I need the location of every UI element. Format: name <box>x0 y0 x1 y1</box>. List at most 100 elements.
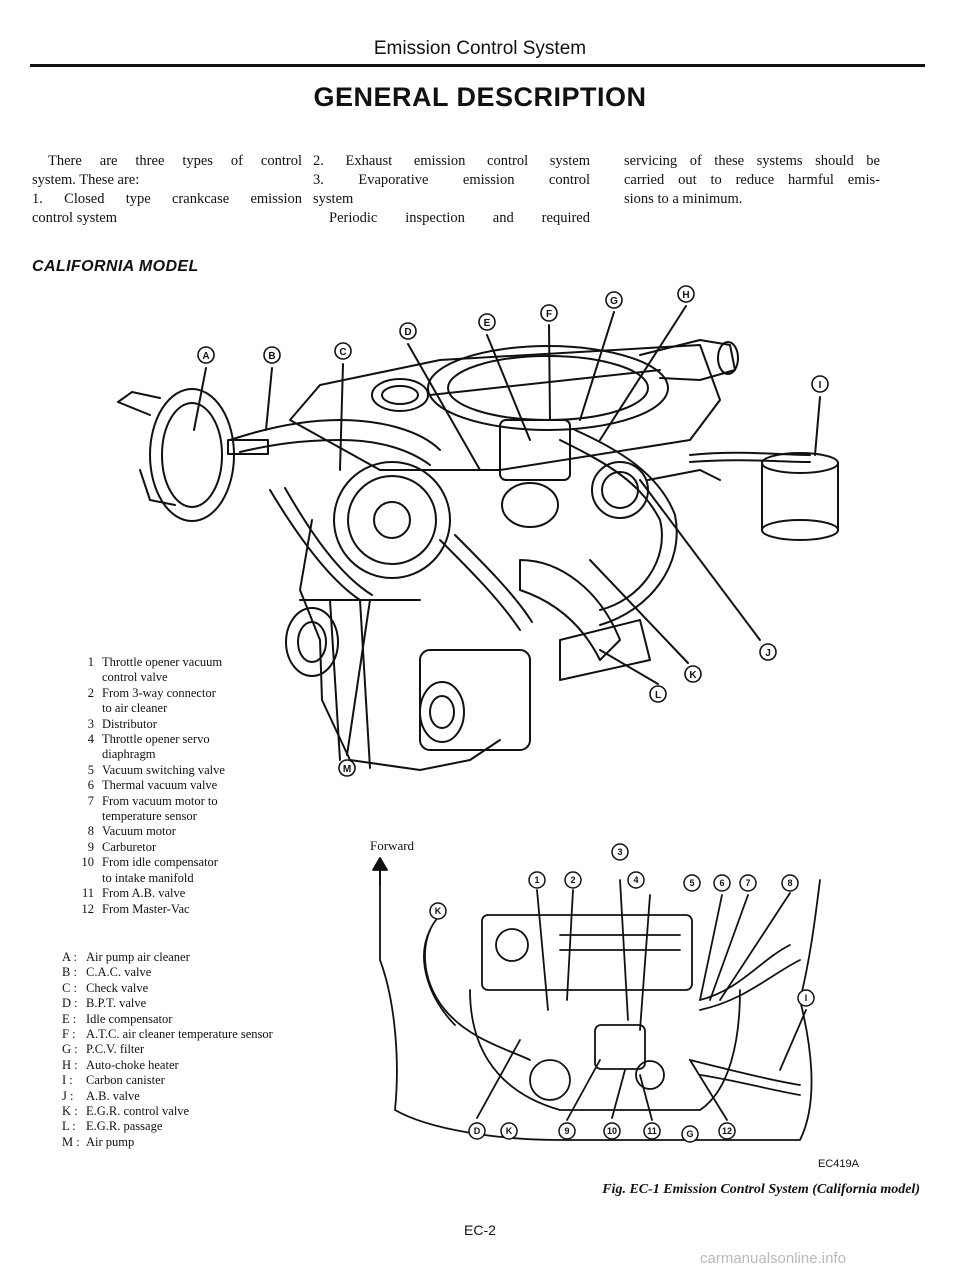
detail-callout-2: 2 <box>570 875 575 885</box>
detail-callout-i: I <box>805 993 808 1003</box>
detail-callout-d: D <box>474 1126 481 1136</box>
legend-text: temperature sensor <box>102 809 197 824</box>
intro-line: 2. Exhaust emission control system <box>313 153 590 169</box>
detail-callout-k-bottom: K <box>506 1126 513 1136</box>
callout-i: I <box>819 380 822 391</box>
legend-row: control valve <box>72 670 302 685</box>
legend-number: 7 <box>87 793 94 808</box>
detail-callout-1: 1 <box>534 875 539 885</box>
page-title: GENERAL DESCRIPTION <box>313 82 647 112</box>
legend-text: Throttle opener vacuum <box>102 655 223 669</box>
legend-text: E.G.R. passage <box>86 1119 163 1134</box>
legend-letter: F : <box>62 1027 76 1042</box>
callout-g: G <box>610 296 618 307</box>
intro-line: control system <box>32 210 117 226</box>
detail-callout-11: 11 <box>647 1126 657 1136</box>
legend-text: to air cleaner <box>102 701 168 716</box>
detail-callout-k: K <box>435 906 442 916</box>
legend-letter: E : <box>62 1011 77 1026</box>
legend-number: 6 <box>87 778 94 793</box>
legend-row: F : A.T.C. air cleaner temperature sensor <box>62 1027 362 1042</box>
intro-line: system <box>313 191 354 207</box>
detail-callout-10: 10 <box>607 1126 617 1136</box>
legend-text: Carburetor <box>102 839 157 854</box>
legend-text: P.C.V. filter <box>86 1042 145 1057</box>
legend-letter: C : <box>62 980 77 995</box>
legend-text: Auto-choke heater <box>86 1057 179 1072</box>
legend-number: 4 <box>87 732 94 747</box>
callout-h: H <box>682 290 689 301</box>
detail-callout-8: 8 <box>787 878 792 888</box>
legend-text: Vacuum motor <box>102 824 176 839</box>
legend-text: control valve <box>102 670 168 685</box>
legend-row: E : Idle compensator <box>62 1012 362 1027</box>
legend-text: Air pump <box>86 1134 135 1149</box>
detail-callout-4: 4 <box>633 875 638 885</box>
legend-number: 10 <box>81 855 95 870</box>
legend-text: From A.B. valve <box>102 886 186 901</box>
detail-callout-7: 7 <box>745 878 750 888</box>
detail-callout-6: 6 <box>719 878 724 888</box>
legend-letter: B : <box>62 965 77 980</box>
legend-letter: A : <box>62 950 77 964</box>
figure-code: EC419A <box>818 1158 859 1170</box>
legend-number <box>72 871 102 886</box>
intro-line: There are three types of control <box>48 153 302 169</box>
legend-row: G : P.C.V. filter <box>62 1042 362 1057</box>
legend-row: M :Air pump <box>62 1135 362 1150</box>
legend-letter: D : <box>62 996 78 1011</box>
legend-row: to intake manifold <box>72 871 302 886</box>
legend-letter: G : <box>62 1042 78 1057</box>
intro-line: carried out to reduce harmful emis- <box>624 172 880 188</box>
legend-row: I :Carbon canister <box>62 1073 362 1088</box>
intro-line: servicing of these systems should be <box>624 153 880 169</box>
intro-column-3: servicing of these systems should be car… <box>624 152 880 209</box>
legend-row: K :E.G.R. control valve <box>62 1104 362 1119</box>
callout-m: M <box>343 764 351 775</box>
detail-callout-12: 12 <box>722 1126 732 1136</box>
legend-number: 3 <box>87 716 94 731</box>
legend-text: Vacuum switching valve <box>102 762 225 777</box>
legend-text: Idle compensator <box>86 1011 173 1026</box>
legend-number: 5 <box>87 762 94 777</box>
legend-row: L :E.G.R. passage <box>62 1119 362 1134</box>
intro-line: sions to a minimum. <box>624 191 743 207</box>
legend-row: 7 From vacuum motor to <box>72 794 302 809</box>
callout-k: K <box>689 670 697 681</box>
intro-line: 1. Closed type crankcase emission <box>32 191 302 207</box>
legend-text: B.P.T. valve <box>86 996 147 1011</box>
legend-number <box>72 747 102 762</box>
legend-number: 8 <box>87 824 94 839</box>
detail-diagram <box>372 857 821 1141</box>
legend-row: 10 From idle compensator <box>72 855 302 870</box>
watermark: carmanualsonline.info <box>700 1250 846 1267</box>
callout-l: L <box>655 690 661 701</box>
intro-line: Periodic inspection and required <box>329 210 590 226</box>
legend-row: 4 Throttle opener servo <box>72 732 302 747</box>
detail-callout-g: G <box>686 1129 693 1139</box>
legend-number: 2 <box>87 685 94 700</box>
legend-text: From idle compensator <box>102 855 218 870</box>
legend-text: Check valve <box>86 980 149 995</box>
callout-j: J <box>765 648 771 659</box>
legend-text: From vacuum motor to <box>102 793 218 808</box>
forward-label: Forward <box>370 838 415 853</box>
legend-text: Throttle opener servo <box>102 732 210 747</box>
legend-text: A.T.C. air cleaner temperature sensor <box>86 1027 273 1042</box>
legend-text: to intake manifold <box>102 870 194 885</box>
callout-f: F <box>546 309 552 320</box>
callout-a: A <box>202 351 209 362</box>
legend-letter: K : <box>62 1104 78 1119</box>
legend-number <box>72 809 102 824</box>
intro-column-1: There are three types of control system.… <box>32 152 302 228</box>
